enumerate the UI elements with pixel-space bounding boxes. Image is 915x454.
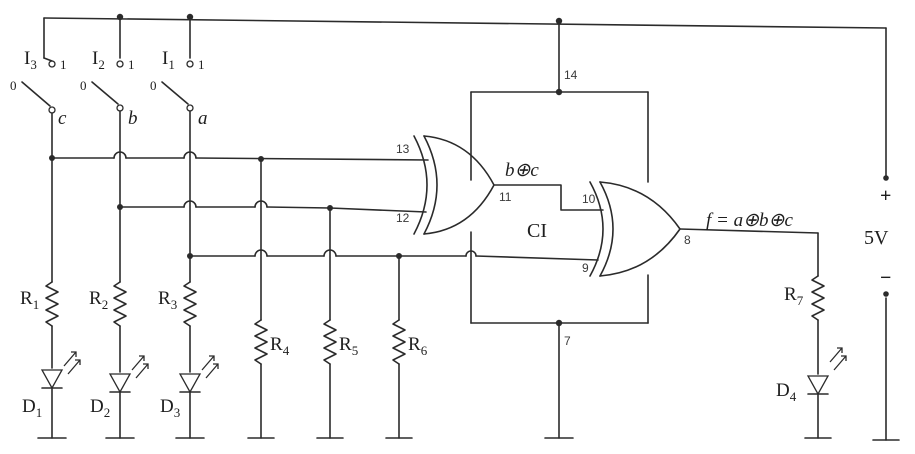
supply-5v (872, 175, 900, 441)
output-branch (679, 228, 832, 439)
supply-plus-label: + (880, 185, 891, 207)
switch-i1-on-label: 1 (198, 57, 205, 72)
r5-label: R5 (339, 334, 358, 358)
led-d2 (108, 355, 149, 394)
r1-label: R1 (20, 288, 39, 312)
pin-7-label: 7 (564, 334, 571, 348)
chip-label: CI (527, 220, 547, 242)
node-a-label: a (198, 108, 208, 129)
branch-a (175, 255, 205, 439)
switch-i3-off-label: 0 (10, 78, 17, 93)
branch-r6 (385, 255, 413, 439)
pin-12-label: 12 (396, 211, 410, 225)
xor-gate-2 (589, 181, 681, 277)
pin-8-label: 8 (684, 233, 691, 247)
switch-i1[interactable] (161, 60, 194, 257)
pin-13-label: 13 (396, 142, 410, 156)
d3-label: D3 (160, 396, 180, 420)
switch-i3-label: I3 (24, 48, 37, 72)
node-b-label: b (128, 108, 138, 129)
r4-label: R4 (270, 334, 290, 358)
chip-ci (470, 88, 649, 439)
switch-i2-label: I2 (92, 48, 105, 72)
switch-i1-off-label: 0 (150, 78, 157, 93)
d1-label: D1 (22, 396, 42, 420)
d4-label: D4 (776, 380, 797, 404)
wire-b-bus (117, 200, 427, 213)
switch-i1-label: I1 (162, 48, 175, 72)
switch-i2-off-label: 0 (80, 78, 87, 93)
pin-9-label: 9 (582, 261, 589, 275)
pin-10-label: 10 (582, 192, 596, 206)
d2-label: D2 (90, 396, 110, 420)
supply-rail (43, 13, 887, 179)
branch-r4 (247, 158, 275, 439)
gate2-output-label: f = a⊕b⊕c (706, 210, 793, 231)
pin-11-label: 11 (499, 190, 512, 204)
led-d4 (806, 347, 847, 396)
branch-c (37, 157, 67, 439)
wire-gate1-to-gate2 (493, 184, 604, 211)
supply-minus-label: − (880, 267, 891, 289)
branch-b (105, 206, 135, 439)
pin-14-label: 14 (564, 68, 578, 82)
switch-i2-on-label: 1 (128, 57, 135, 72)
xor-gate-1 (413, 135, 495, 235)
r2-label: R2 (89, 288, 108, 312)
led-d1 (40, 351, 81, 390)
r3-label: R3 (158, 288, 177, 312)
gate1-output-label: b⊕c (505, 160, 539, 181)
r6-label: R6 (408, 334, 428, 358)
wire-c-bus (49, 151, 429, 162)
switch-i2[interactable] (91, 60, 124, 208)
led-d3 (178, 355, 219, 394)
node-c-label: c (58, 108, 67, 129)
switch-i3[interactable] (21, 60, 56, 159)
r7-label: R7 (784, 284, 804, 308)
supply-voltage-label: 5V (864, 227, 889, 249)
switch-i3-on-label: 1 (60, 57, 67, 72)
branch-r5 (316, 207, 344, 439)
wire-a-bus (187, 249, 599, 261)
